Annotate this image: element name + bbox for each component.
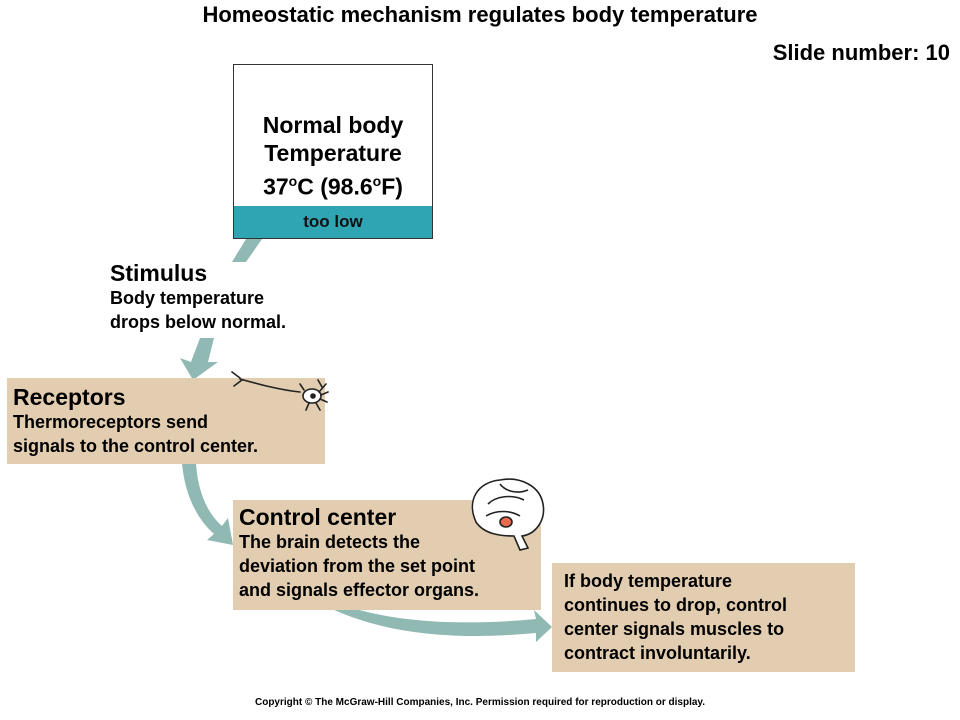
effector-box: If body temperature continues to drop, c…	[552, 563, 855, 672]
control-heading: Control center	[239, 504, 397, 530]
stimulus-heading: Stimulus	[110, 260, 208, 286]
stimulus-line2: drops below normal.	[110, 312, 287, 332]
set-point-text: Normal body Temperature 37oC (98.6oF)	[234, 111, 432, 201]
arrow-setpoint-to-stimulus	[232, 239, 262, 262]
effector-line2: continues to drop, control	[564, 595, 787, 615]
arrow-control-to-effector	[330, 608, 552, 642]
control-line1: The brain detects the	[239, 532, 421, 552]
control-center-box: Control center The brain detects the dev…	[233, 500, 541, 610]
effector-line3: center signals muscles to	[564, 619, 785, 639]
set-point-line3: 37oC (98.6oF)	[263, 173, 403, 200]
too-low-band: too low	[234, 206, 432, 238]
receptors-line2: signals to the control center.	[13, 436, 259, 456]
stimulus-line1: Body temperature	[110, 288, 265, 308]
stimulus-block: Stimulus Body temperature drops below no…	[110, 260, 286, 334]
effector-line1: If body temperature	[564, 571, 733, 591]
receptors-box: Receptors Thermoreceptors send signals t…	[7, 378, 325, 464]
set-point-line1: Normal body	[262, 112, 404, 138]
effector-line4: contract involuntarily.	[564, 643, 751, 663]
copyright-notice: Copyright © The McGraw-Hill Companies, I…	[254, 697, 706, 708]
arrow-stimulus-to-receptors	[180, 338, 218, 380]
receptors-line1: Thermoreceptors send	[13, 412, 209, 432]
receptors-heading: Receptors	[13, 384, 126, 410]
page-title: Homeostatic mechanism regulates body tem…	[202, 2, 758, 27]
control-line3: and signals effector organs.	[239, 580, 480, 600]
arrow-receptors-to-control	[182, 464, 233, 545]
control-line2: deviation from the set point	[239, 556, 476, 576]
set-point-box: Normal body Temperature 37oC (98.6oF) to…	[233, 64, 433, 239]
slide-number: Slide number: 10	[772, 40, 950, 65]
set-point-line2: Temperature	[264, 140, 402, 166]
